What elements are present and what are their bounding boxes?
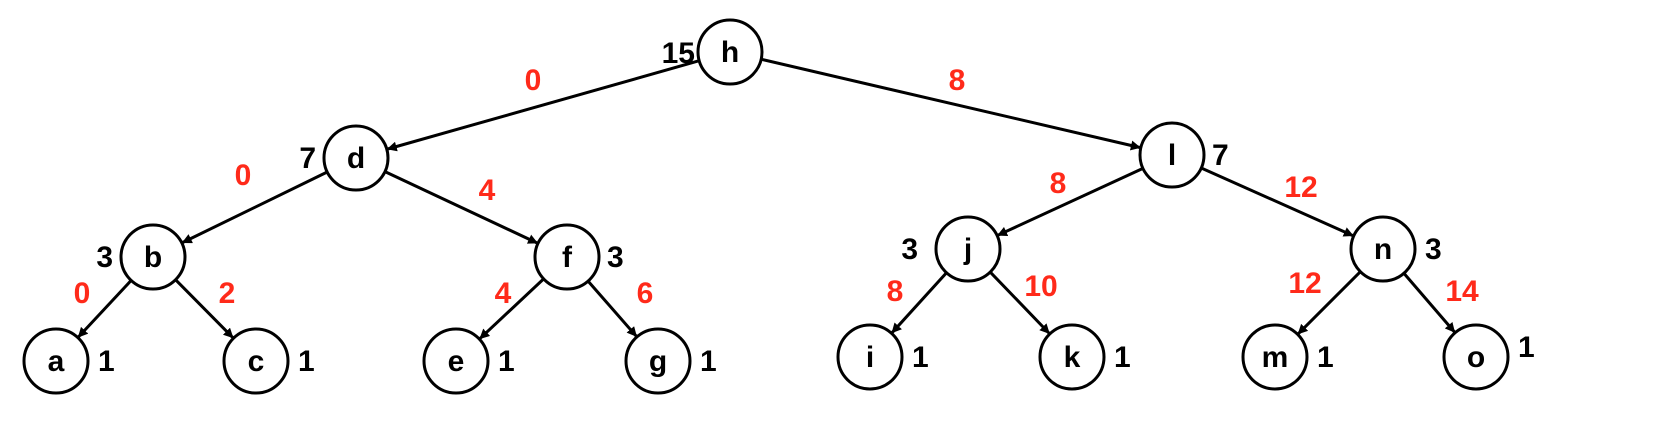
edges-layer: 0 8 0 4 8 12 0 2 4 6 8 10 12 14 bbox=[74, 57, 1479, 340]
node-label-d: d bbox=[347, 142, 365, 175]
edge-label-b-c: 2 bbox=[219, 277, 236, 310]
node-circle-j bbox=[934, 215, 1002, 283]
node-label-i: i bbox=[866, 341, 874, 374]
node-label-f: f bbox=[562, 241, 573, 274]
node-label-m: m bbox=[1262, 341, 1289, 374]
edge-n-o bbox=[1402, 272, 1456, 333]
node-label-a: a bbox=[48, 345, 65, 378]
node-size-e: 1 bbox=[498, 345, 515, 378]
edge-b-c bbox=[174, 278, 234, 339]
node-circle-o bbox=[1442, 323, 1510, 391]
node-circle-l bbox=[1138, 121, 1206, 189]
node-size-b: 3 bbox=[96, 241, 113, 274]
node-label-b: b bbox=[144, 241, 162, 274]
edge-b-a bbox=[77, 279, 133, 338]
node-circle-i bbox=[836, 323, 904, 391]
node-size-m: 1 bbox=[1317, 341, 1334, 374]
node-size-f: 3 bbox=[607, 241, 624, 274]
edge-label-b-a: 0 bbox=[74, 277, 91, 310]
edge-label-f-g: 6 bbox=[637, 277, 654, 310]
edge-l-j bbox=[997, 167, 1144, 237]
edge-j-k bbox=[989, 271, 1051, 335]
node-label-k: k bbox=[1064, 341, 1081, 374]
node-size-l: 7 bbox=[1212, 139, 1229, 172]
node-label-j: j bbox=[963, 233, 972, 266]
edge-label-n-o: 14 bbox=[1445, 275, 1479, 308]
edge-label-l-j: 8 bbox=[1050, 167, 1067, 200]
node-circle-b bbox=[119, 223, 187, 291]
node-size-g: 1 bbox=[700, 345, 717, 378]
node-circle-d bbox=[322, 124, 390, 192]
edge-h-l bbox=[760, 57, 1141, 151]
node-j: j3 bbox=[901, 215, 1002, 283]
node-size-a: 1 bbox=[98, 345, 115, 378]
edge-d-b bbox=[181, 170, 328, 244]
node-circle-k bbox=[1038, 323, 1106, 391]
edge-label-d-f: 4 bbox=[479, 174, 496, 207]
edge-h-d bbox=[386, 59, 700, 152]
node-b: b3 bbox=[96, 223, 187, 291]
edge-label-n-m: 12 bbox=[1288, 267, 1321, 300]
node-label-c: c bbox=[248, 345, 265, 378]
edge-f-e bbox=[479, 277, 545, 340]
node-circle-a bbox=[22, 327, 90, 395]
node-size-i: 1 bbox=[912, 341, 929, 374]
node-size-c: 1 bbox=[298, 345, 315, 378]
edge-f-g bbox=[586, 280, 638, 338]
node-d: d7 bbox=[299, 124, 390, 192]
node-label-n: n bbox=[1374, 233, 1392, 266]
node-size-h: 15 bbox=[662, 37, 695, 70]
node-size-o: 1 bbox=[1518, 331, 1535, 364]
node-circle-f bbox=[533, 223, 601, 291]
node-size-n: 3 bbox=[1425, 233, 1442, 266]
node-size-k: 1 bbox=[1114, 341, 1131, 374]
node-circle-n bbox=[1349, 215, 1417, 283]
node-label-e: e bbox=[448, 345, 465, 378]
node-circle-h bbox=[696, 18, 764, 86]
edge-label-l-n: 12 bbox=[1284, 171, 1317, 204]
node-circle-g bbox=[624, 327, 692, 395]
node-circle-m bbox=[1241, 323, 1309, 391]
edge-j-i bbox=[891, 271, 948, 334]
node-circle-e bbox=[422, 327, 490, 395]
node-label-l: l bbox=[1168, 139, 1176, 172]
edge-label-f-e: 4 bbox=[495, 277, 512, 310]
node-label-g: g bbox=[649, 345, 667, 378]
node-label-o: o bbox=[1467, 341, 1485, 374]
node-circle-c bbox=[222, 327, 290, 395]
edge-label-d-b: 0 bbox=[235, 159, 252, 192]
edge-label-j-k: 10 bbox=[1024, 270, 1057, 303]
edge-l-n bbox=[1200, 166, 1354, 237]
node-size-d: 7 bbox=[299, 142, 316, 175]
edge-label-h-l: 8 bbox=[949, 64, 966, 97]
node-size-j: 3 bbox=[901, 233, 918, 266]
edge-n-m bbox=[1297, 270, 1362, 335]
node-label-h: h bbox=[721, 36, 739, 69]
edge-d-f bbox=[384, 170, 539, 245]
edge-label-h-d: 0 bbox=[525, 64, 542, 97]
edge-label-j-i: 8 bbox=[887, 275, 904, 308]
node-h: h 15 bbox=[662, 18, 764, 86]
